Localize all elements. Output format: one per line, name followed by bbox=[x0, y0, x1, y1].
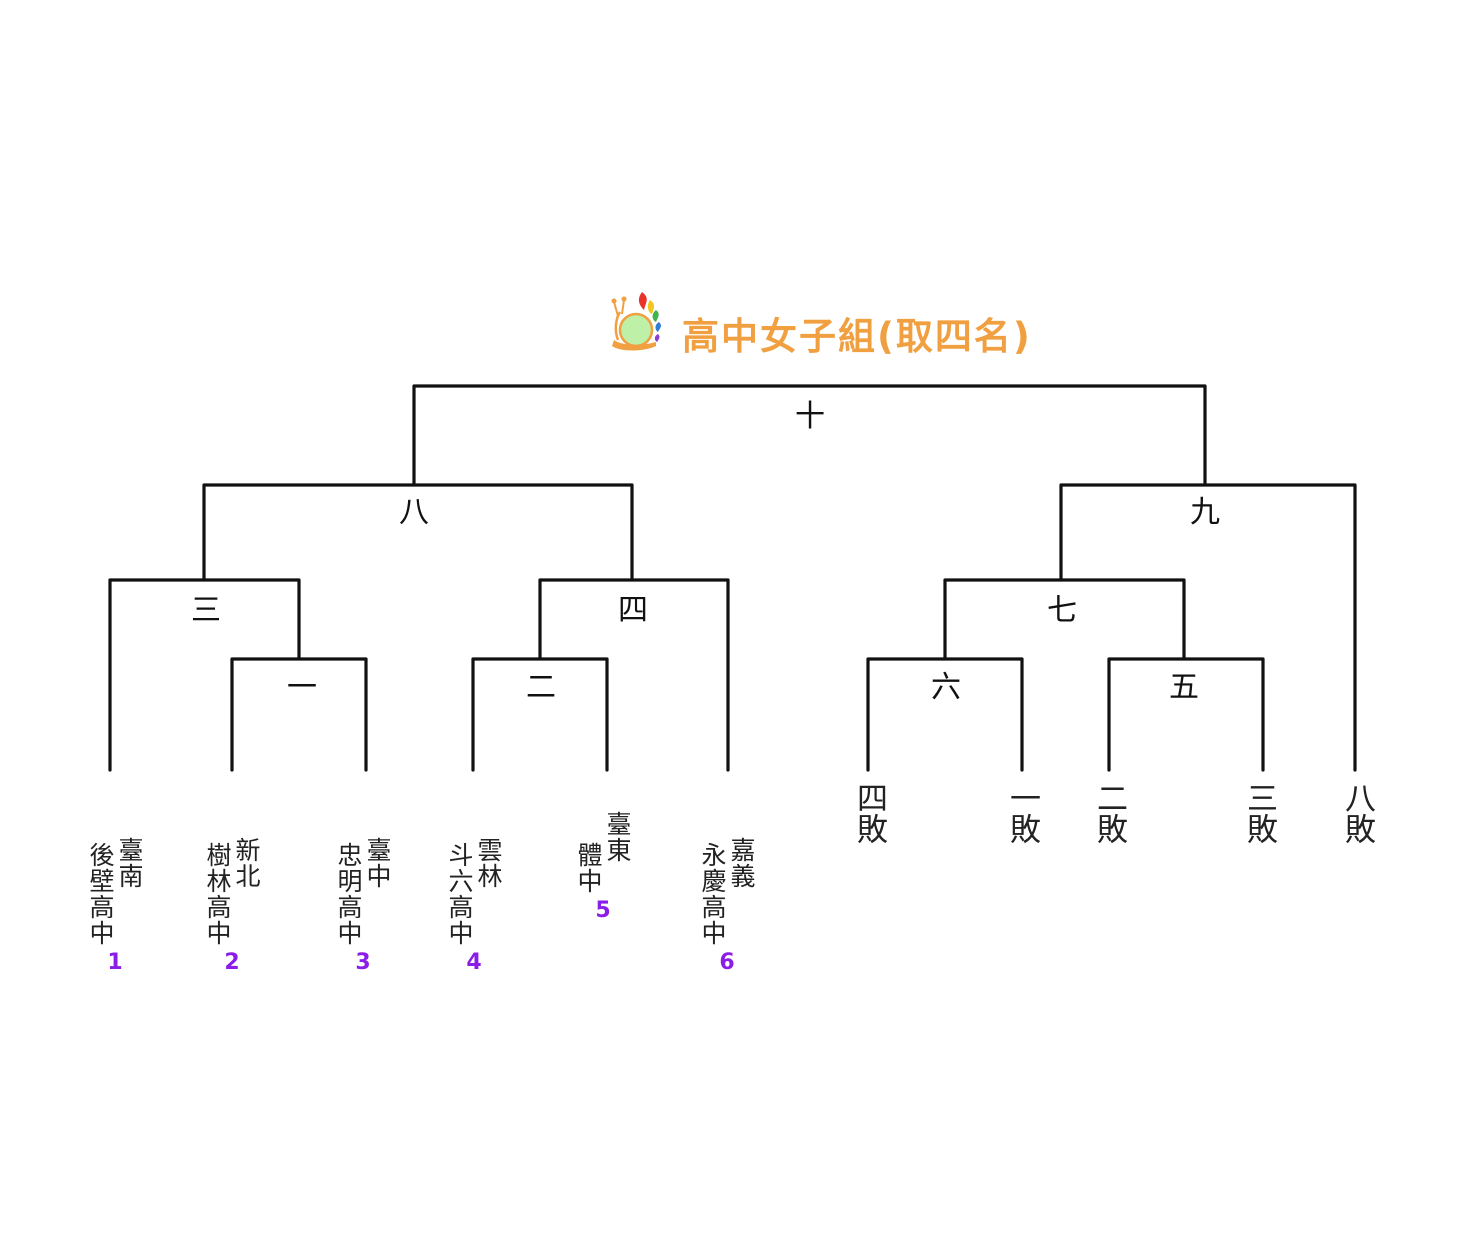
team-1: 臺南 後壁高中 1 bbox=[86, 780, 144, 975]
seed-number: 2 bbox=[224, 950, 240, 975]
snail-logo-icon bbox=[611, 292, 661, 351]
loser-slot-m3: 三敗 bbox=[1241, 782, 1277, 844]
bracket-line-m1 bbox=[230, 657, 368, 772]
seed-number: 6 bbox=[719, 950, 735, 975]
match-label-m6: 六 bbox=[931, 670, 961, 705]
loser-slot-m4: 四敗 bbox=[851, 782, 887, 844]
seed-number: 3 bbox=[355, 950, 371, 975]
match-label-m10: 十 bbox=[795, 399, 825, 434]
team-region: 新北 bbox=[232, 837, 261, 889]
match-label-m1: 一 bbox=[287, 670, 317, 705]
bracket-line-m7 bbox=[943, 578, 1186, 660]
bracket-line-m6 bbox=[866, 657, 1024, 772]
team-5: 臺東 體中 5 bbox=[574, 780, 632, 923]
loser-slot-m1: 一敗 bbox=[1004, 782, 1040, 844]
team-6: 嘉義 永慶高中 6 bbox=[698, 780, 756, 975]
seed-number: 5 bbox=[595, 898, 611, 923]
bracket-line-m10 bbox=[412, 384, 1207, 485]
bracket-line-m9 bbox=[1059, 483, 1357, 772]
seed-number: 1 bbox=[107, 950, 123, 975]
team-2: 新北 樹林高中 2 bbox=[203, 780, 261, 975]
match-label-m8: 八 bbox=[399, 495, 429, 530]
team-region: 臺南 bbox=[115, 837, 144, 889]
team-school: 後壁高中 bbox=[86, 842, 115, 946]
team-region: 臺東 bbox=[603, 811, 632, 863]
match-label-m2: 二 bbox=[526, 670, 556, 705]
team-4: 雲林 斗六高中 4 bbox=[445, 780, 503, 975]
team-3: 臺中 忠明高中 3 bbox=[334, 780, 392, 975]
match-label-m4: 四 bbox=[618, 593, 648, 628]
match-label-m3: 三 bbox=[191, 593, 221, 628]
page-title: 高中女子組(取四名) bbox=[682, 315, 1032, 358]
team-school: 體中 bbox=[574, 842, 603, 894]
match-label-m5: 五 bbox=[1169, 670, 1199, 705]
bracket-line-m3 bbox=[108, 578, 301, 772]
team-school: 斗六高中 bbox=[445, 842, 474, 946]
match-label-m9: 九 bbox=[1190, 495, 1220, 530]
bracket-line-m5 bbox=[1107, 657, 1265, 772]
match-label-m7: 七 bbox=[1047, 593, 1077, 628]
team-region: 雲林 bbox=[474, 837, 503, 889]
bracket-line-m4 bbox=[538, 578, 730, 772]
team-school: 忠明高中 bbox=[334, 842, 363, 946]
team-region: 臺中 bbox=[363, 837, 392, 889]
bracket-line-m2 bbox=[471, 657, 609, 772]
seed-number: 4 bbox=[466, 950, 482, 975]
team-school: 樹林高中 bbox=[203, 842, 232, 946]
loser-slot-m2: 二敗 bbox=[1091, 782, 1127, 844]
team-school: 永慶高中 bbox=[698, 842, 727, 946]
bracket-line-m8 bbox=[202, 483, 634, 582]
loser-slot-m8: 八敗 bbox=[1339, 782, 1375, 844]
team-region: 嘉義 bbox=[727, 837, 756, 889]
